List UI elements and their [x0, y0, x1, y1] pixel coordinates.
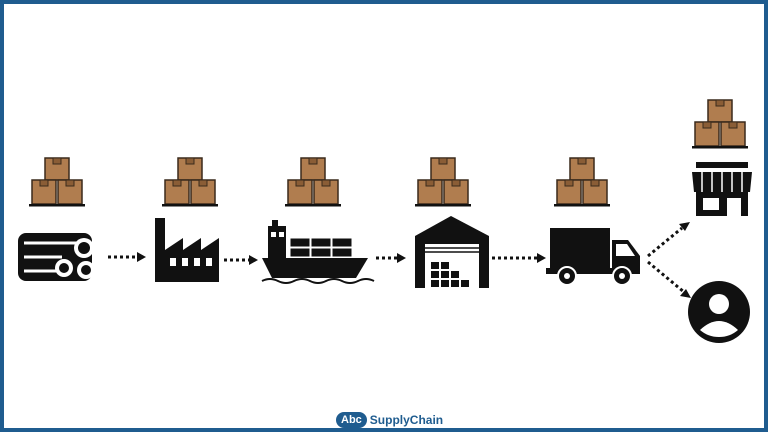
raw-materials-logs-icon: [18, 233, 95, 281]
delivery-truck-icon: [546, 228, 640, 286]
customer-person-icon: [688, 281, 750, 343]
flow-arrow: [647, 226, 683, 258]
logo-badge: Abc: [336, 412, 367, 428]
arrowhead: [137, 252, 146, 262]
stacked-boxes-icon: [28, 157, 86, 208]
stacked-boxes-icon: [553, 157, 611, 208]
flow-arrow: [647, 260, 685, 294]
cargo-ship-icon: [261, 220, 375, 284]
stacked-boxes-icon: [284, 157, 342, 208]
warehouse-icon: [415, 216, 489, 288]
arrowhead: [680, 289, 691, 298]
logo-text: SupplyChain: [369, 413, 444, 427]
stacked-boxes-icon: [691, 99, 749, 150]
stacked-boxes-icon: [161, 157, 219, 208]
arrowhead: [679, 222, 690, 231]
stacked-boxes-icon: [414, 157, 472, 208]
factory-icon: [155, 218, 219, 282]
brand-logo: Abc SupplyChain: [336, 411, 443, 429]
retail-store-icon: [692, 162, 752, 216]
arrowhead: [249, 255, 258, 265]
arrowhead: [397, 253, 406, 263]
arrowhead: [537, 253, 546, 263]
